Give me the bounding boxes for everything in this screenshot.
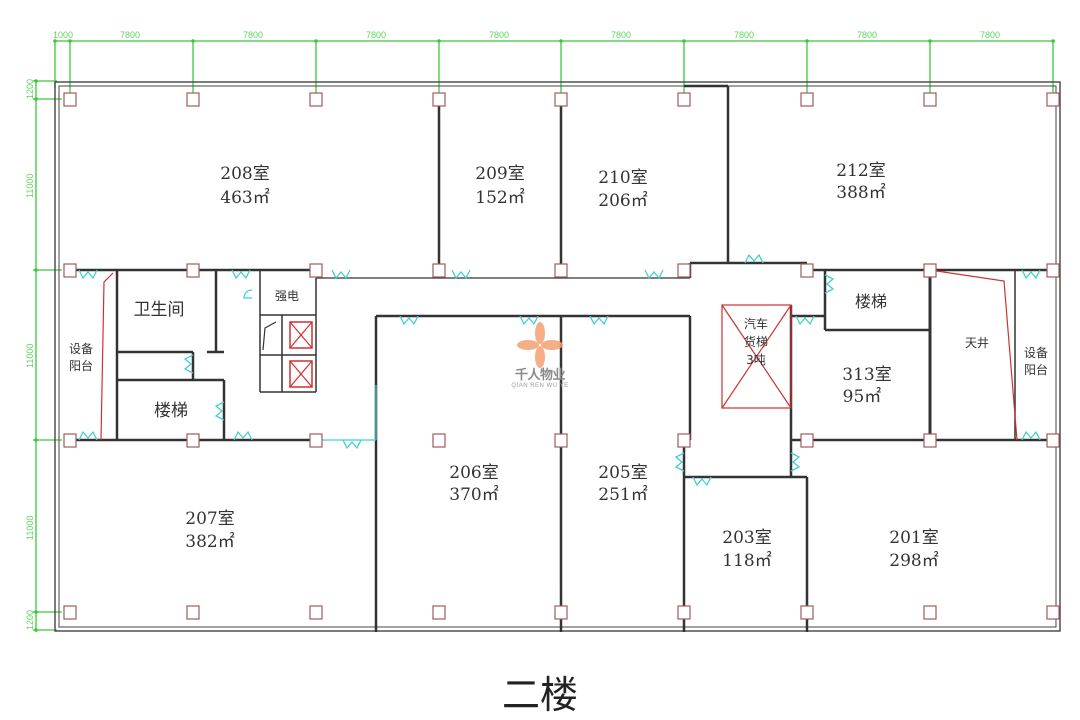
room-206[interactable]: 206室 370㎡	[449, 463, 498, 505]
room-203-name: 203室	[722, 528, 771, 548]
dim-top-7: 7800	[857, 30, 877, 40]
room-201-area: 298㎡	[889, 551, 938, 571]
dim-left-2: 11000	[25, 344, 35, 368]
dim-left-1: 11000	[25, 174, 35, 198]
freight-elevator-label-2: 货梯	[744, 334, 768, 349]
dim-top-4: 7800	[489, 30, 509, 40]
dimension-labels-top: 1000 7800 7800 7800 7800 7800 7800 7800 …	[53, 30, 1000, 40]
room-209-name: 209室	[475, 164, 524, 184]
room-203[interactable]: 203室 118㎡	[722, 528, 771, 571]
atrium-label: 天井	[965, 336, 989, 350]
room-208-name: 208室	[220, 164, 269, 184]
dim-left-3: 11000	[25, 516, 35, 540]
equip-balcony-right-label-2: 阳台	[1024, 362, 1048, 377]
room-207-area: 382㎡	[185, 532, 234, 552]
watermark-cn: 千人物业	[514, 368, 566, 383]
stair-left-label: 楼梯	[154, 401, 188, 421]
freight-elevator-label-3: 3吨	[746, 353, 766, 367]
room-206-area: 370㎡	[449, 485, 498, 505]
dim-top-5: 7800	[611, 30, 631, 40]
room-210-area: 206㎡	[598, 191, 647, 211]
room-313[interactable]: 313室 95㎡	[842, 365, 891, 407]
room-313-name: 313室	[842, 365, 891, 385]
dim-left-0: 1200	[25, 79, 35, 99]
shaft-door-icon	[262, 321, 277, 351]
outer-wall	[54, 81, 1061, 632]
equip-balcony-right-label-1: 设备	[1024, 346, 1048, 360]
room-201-name: 201室	[889, 528, 938, 548]
dim-top-0: 1000	[53, 30, 73, 40]
dimension-ticks	[34, 39, 1055, 632]
structural-columns	[63, 92, 1060, 620]
room-313-area: 95㎡	[843, 387, 882, 407]
equip-balcony-left-label-2: 阳台	[69, 358, 93, 373]
room-207[interactable]: 207室 382㎡	[185, 509, 234, 552]
dim-top-8: 7800	[980, 30, 1000, 40]
dim-top-2: 7800	[243, 30, 263, 40]
room-207-name: 207室	[185, 509, 234, 529]
room-212-name: 212室	[836, 161, 885, 181]
room-209-area: 152㎡	[475, 188, 524, 208]
watermark-en: QIAN REN WU YE	[511, 383, 569, 389]
dim-top-6: 7800	[734, 30, 754, 40]
dim-top-1: 7800	[120, 30, 140, 40]
room-208[interactable]: 208室 463㎡	[220, 164, 269, 208]
room-201[interactable]: 201室 298㎡	[889, 528, 938, 571]
floor-title: 二楼	[501, 673, 578, 717]
electrical-room-label: 强电	[275, 289, 299, 303]
stair-right-label: 楼梯	[855, 292, 887, 311]
room-205[interactable]: 205室 251㎡	[598, 463, 647, 505]
room-210-name: 210室	[598, 168, 647, 188]
watermark: 千人物业 QIAN REN WU YE	[500, 318, 580, 389]
room-205-name: 205室	[598, 463, 647, 483]
room-209[interactable]: 209室 152㎡	[475, 164, 524, 208]
equip-balcony-left-label-1: 设备	[69, 342, 93, 356]
dimension-labels-left: 1200 11000 11000 11000 1200	[25, 79, 35, 630]
room-212-area: 388㎡	[836, 183, 885, 203]
room-206-name: 206室	[449, 463, 498, 483]
dimension-lines	[33, 40, 1055, 632]
room-210[interactable]: 210室 206㎡	[598, 168, 647, 211]
dim-left-4: 1200	[25, 610, 35, 630]
room-212[interactable]: 212室 388㎡	[836, 161, 885, 203]
watermark-logo-icon	[517, 322, 563, 368]
red-lines	[100, 269, 1018, 441]
freight-elevator-label-1: 汽车	[744, 316, 768, 331]
room-208-area: 463㎡	[220, 188, 269, 208]
room-203-area: 118㎡	[722, 551, 771, 571]
dim-top-3: 7800	[366, 30, 386, 40]
doors	[78, 253, 1041, 487]
room-205-area: 251㎡	[598, 485, 647, 505]
interior-walls	[70, 84, 1053, 632]
restroom-label: 卫生间	[134, 300, 185, 320]
